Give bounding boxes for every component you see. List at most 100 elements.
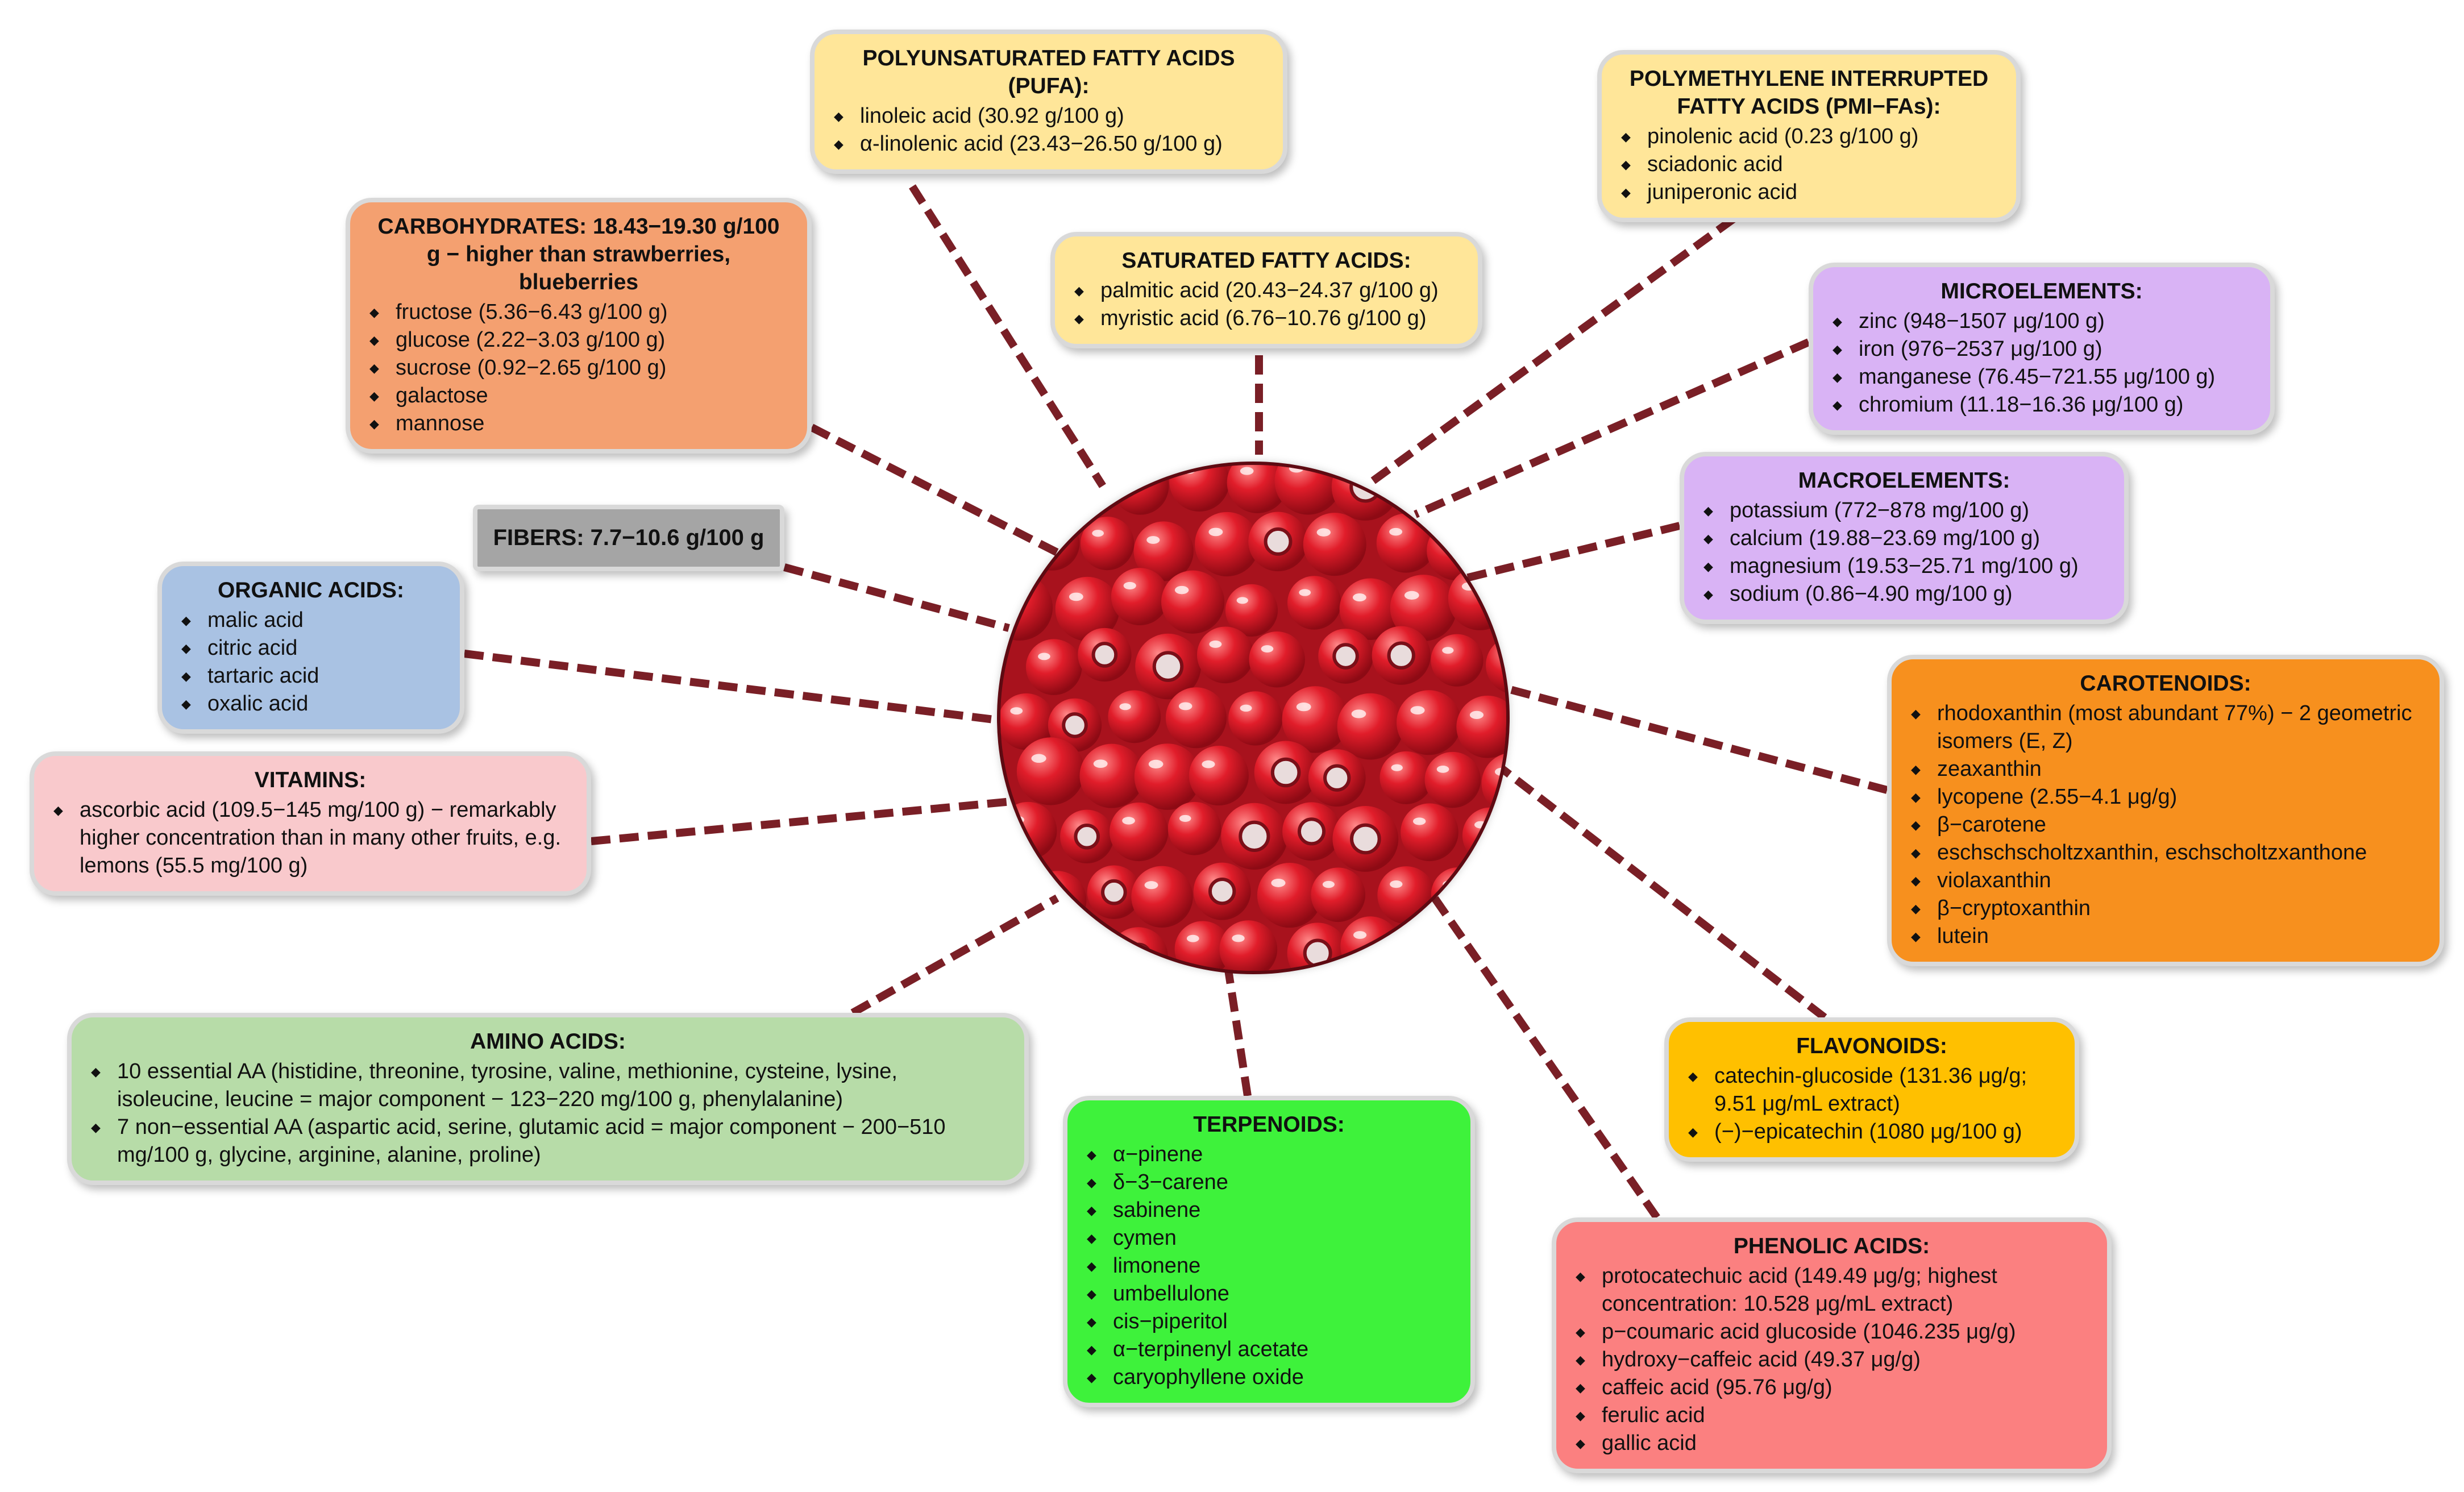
berry-highlight	[1412, 817, 1426, 825]
vitamins-box: VITAMINS: ascorbic acid (109.5−145 mg/10…	[30, 751, 591, 896]
pufa-title: POLYUNSATURATED FATTY ACIDS (PUFA):	[862, 46, 1235, 98]
pufa-list: linoleic acid (30.92 g/100 g)α-linolenic…	[834, 102, 1264, 158]
connector-micro	[1414, 338, 1810, 518]
berry-highlight	[1389, 527, 1403, 536]
connector-carbohydrates	[809, 423, 1059, 556]
flavonoids-title: FLAVONOIDS:	[1796, 1034, 1947, 1058]
berry-highlight	[1352, 593, 1366, 602]
berry-highlight	[1296, 703, 1311, 712]
berry	[1055, 576, 1120, 641]
berry	[1134, 743, 1201, 810]
berry-highlight	[1351, 709, 1366, 718]
berries-photo	[1000, 465, 1506, 971]
berry	[1390, 575, 1457, 642]
berry-cut	[1062, 712, 1088, 738]
carotenoids-box: CAROTENOIDS: rhodoxanthin (most abundant…	[1887, 655, 2444, 966]
terpenoids-box: TERPENOIDS: α−pineneδ−3−carenesabinenecy…	[1063, 1096, 1475, 1407]
phenolic-item: gallic acid	[1576, 1429, 2088, 1457]
macro-item: sodium (0.86−4.90 mg/100 g)	[1703, 580, 2105, 608]
pufa-box: POLYUNSATURATED FATTY ACIDS (PUFA): lino…	[810, 30, 1287, 174]
berry-cut	[1297, 817, 1326, 846]
phenolic-item: hydroxy−caffeic acid (49.37 μg/g)	[1576, 1346, 2088, 1374]
berry-highlight	[1031, 754, 1046, 763]
carbohydrates-item: mannose	[369, 410, 788, 438]
carotenoids-title: CAROTENOIDS:	[2080, 671, 2251, 696]
berry-cut	[1101, 879, 1127, 905]
macro-item: magnesium (19.53−25.71 mg/100 g)	[1703, 552, 2105, 580]
berry	[1081, 516, 1135, 571]
berry-highlight	[1069, 592, 1083, 601]
berry	[1196, 626, 1254, 684]
phenolic-list: protocatechuic acid (149.49 μg/g; highes…	[1576, 1262, 2088, 1457]
berry-highlight	[1093, 759, 1108, 768]
macro-item: potassium (772−878 mg/100 g)	[1703, 497, 2105, 525]
berry-highlight	[1232, 934, 1245, 942]
berry-cut	[1208, 877, 1236, 905]
berry-highlight	[1209, 640, 1222, 648]
berry-cut	[1239, 820, 1270, 853]
terpenoids-list: α−pineneδ−3−carenesabinenecymenlimoneneu…	[1087, 1141, 1451, 1391]
organic-item: malic acid	[181, 606, 441, 634]
berry	[1167, 801, 1221, 855]
saturated-item: palmitic acid (20.43−24.37 g/100 g)	[1074, 277, 1459, 305]
organic-list: malic acidcitric acidtartaric acidoxalic…	[181, 606, 441, 718]
berry-highlight	[1092, 530, 1104, 537]
berry	[1282, 686, 1349, 753]
terpenoids-item: sabinene	[1087, 1196, 1451, 1224]
berry-highlight	[1010, 707, 1023, 715]
saturated-item: myristic acid (6.76−10.76 g/100 g)	[1074, 305, 1459, 333]
pmi-item: juniperonic acid	[1621, 178, 1997, 206]
berry	[1424, 751, 1481, 808]
berry-highlight	[1202, 760, 1215, 768]
carotenoids-list: rhodoxanthin (most abundant 77%) − 2 geo…	[1911, 700, 2420, 950]
terpenoids-item: α−pinene	[1087, 1141, 1451, 1169]
berry	[1161, 570, 1225, 634]
berry	[1249, 631, 1305, 688]
berry-highlight	[1148, 759, 1164, 768]
organic-title: ORGANIC ACIDS:	[218, 578, 404, 602]
berry	[1379, 751, 1433, 804]
connector-terpenoids	[1224, 965, 1252, 1097]
connector-macro	[1462, 522, 1681, 583]
amino-list: 10 essential AA (histidine, threonine, t…	[91, 1058, 1005, 1169]
phenolic-item: protocatechuic acid (149.49 μg/g; highes…	[1576, 1262, 2088, 1318]
berry-cut	[1349, 823, 1381, 855]
berry-highlight	[1179, 814, 1191, 822]
berry-highlight	[1271, 878, 1286, 887]
berry	[1195, 512, 1260, 577]
macro-item: calcium (19.88−23.69 mg/100 g)	[1703, 525, 2105, 552]
vitamins-title: VITAMINS:	[254, 768, 367, 792]
saturated-fatty-acids-box: SATURATED FATTY ACIDS: palmitic acid (20…	[1050, 232, 1482, 348]
pmi-item: sciadonic acid	[1621, 151, 1997, 178]
berry	[1174, 921, 1231, 971]
saturated-title: SATURATED FATTY ACIDS:	[1121, 248, 1411, 273]
micro-item: manganese (76.45−721.55 μg/100 g)	[1833, 363, 2251, 391]
micro-item: zinc (948−1507 μg/100 g)	[1833, 307, 2251, 335]
berry	[1079, 743, 1144, 808]
connector-organic	[464, 650, 1004, 725]
berry-cut	[1270, 757, 1301, 788]
berry-highlight	[1390, 880, 1403, 888]
carbohydrates-item: glucose (2.22−3.03 g/100 g)	[369, 326, 788, 354]
berry-cut	[1387, 641, 1415, 670]
terpenoids-item: cymen	[1087, 1224, 1451, 1252]
micro-list: zinc (948−1507 μg/100 g)iron (976−2537 μ…	[1833, 307, 2251, 419]
red-berries-photo	[1000, 465, 1506, 971]
macro-title: MACROELEMENTS:	[1798, 468, 2010, 493]
berry	[1257, 863, 1322, 928]
terpenoids-item: caryophyllene oxide	[1087, 1364, 1451, 1391]
berry-highlight	[1316, 528, 1331, 537]
carotenoids-item: lutein	[1911, 922, 2420, 950]
phenolic-item: caffeic acid (95.76 μg/g)	[1576, 1374, 2088, 1402]
carbohydrates-item: fructose (5.36−6.43 g/100 g)	[369, 298, 788, 326]
berry-highlight	[1261, 645, 1274, 653]
macroelements-box: MACROELEMENTS: potassium (772−878 mg/100…	[1680, 452, 2129, 624]
connector-phenolic	[1423, 884, 1660, 1220]
berry	[1311, 867, 1366, 922]
terpenoids-title: TERPENOIDS:	[1193, 1112, 1345, 1137]
connector-pmi	[1367, 215, 1736, 487]
berry-highlight	[1410, 706, 1425, 715]
micro-item: iron (976−2537 μg/100 g)	[1833, 335, 2251, 363]
carbohydrates-box: CARBOHYDRATES: 18.43−19.30 g/100 g − hig…	[346, 198, 812, 454]
